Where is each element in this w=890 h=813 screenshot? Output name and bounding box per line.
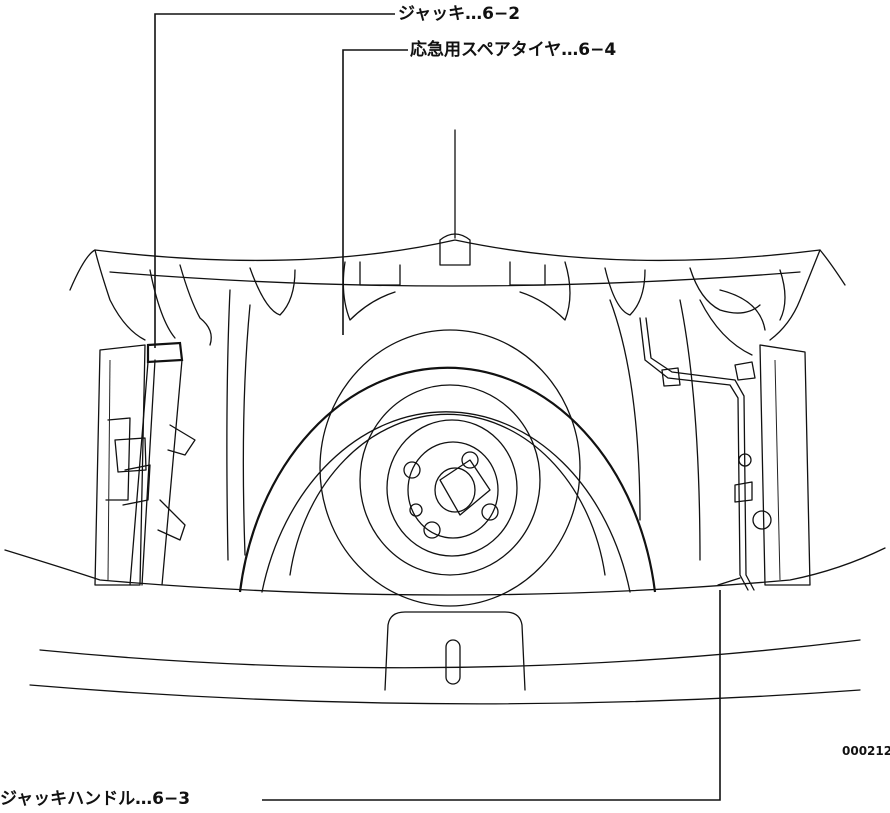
- spare-tire: [238, 329, 657, 607]
- leader-lines: [154, 13, 721, 801]
- jack-label: ジャッキ…6−2: [398, 4, 521, 24]
- jack-handle-label: ジャッキハンドル…6−3: [0, 789, 191, 809]
- jack-leader-line: [154, 13, 395, 348]
- right-side-panel: [699, 289, 811, 586]
- trunk-interior-trim: [69, 129, 846, 561]
- figure-code: 000212: [842, 744, 890, 758]
- jack-handle-leader-line: [262, 590, 721, 801]
- spare-tire-leader-line: [342, 49, 408, 335]
- jack-handle: [639, 317, 756, 591]
- left-side-panel: [94, 344, 146, 586]
- spare-tire-label: 応急用スペアタイヤ…6−4: [410, 40, 617, 60]
- jack: [114, 341, 196, 586]
- trunk-lip: [4, 547, 886, 705]
